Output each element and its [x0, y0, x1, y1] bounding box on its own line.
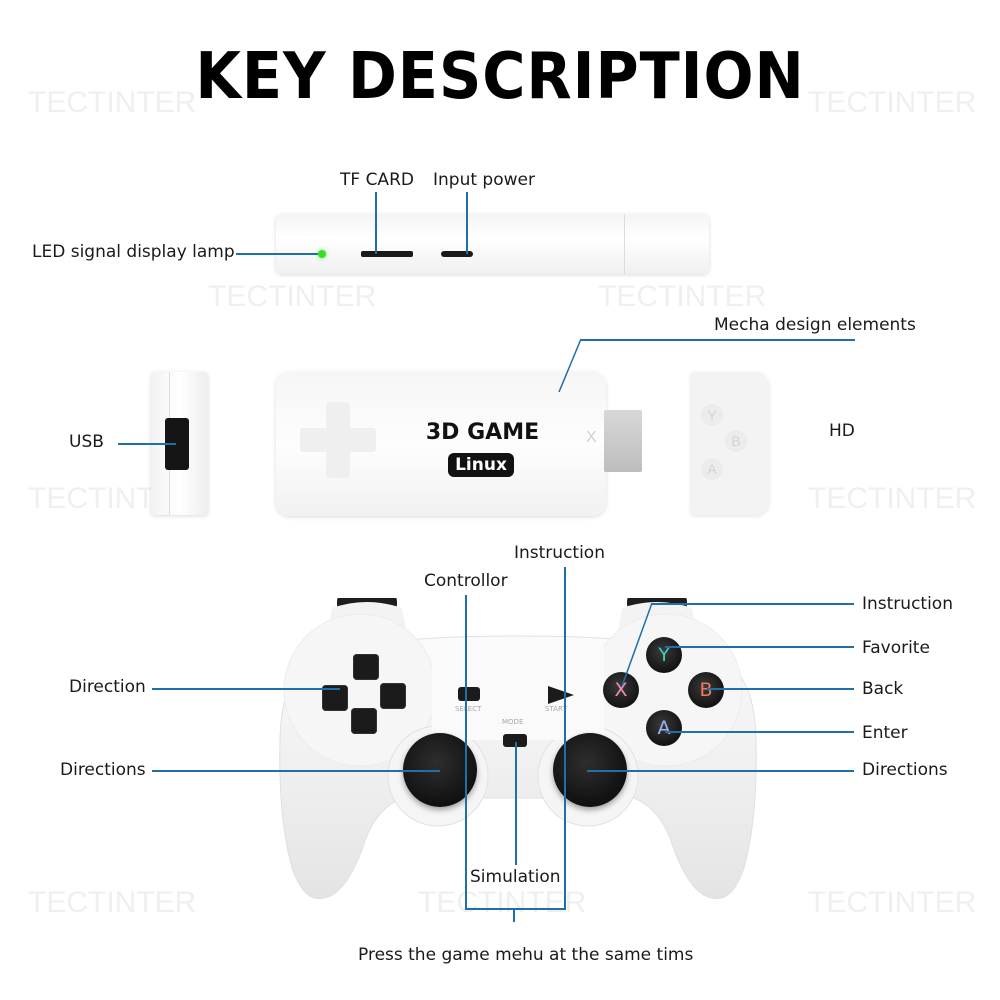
leader-line — [152, 688, 340, 690]
label-back: Back — [862, 679, 904, 699]
console-stick-top-view — [276, 214, 709, 274]
start-button[interactable] — [546, 684, 576, 706]
leader-line — [236, 253, 318, 255]
leader-line — [375, 192, 377, 254]
linux-badge: Linux — [448, 453, 514, 477]
x-button[interactable]: X — [603, 672, 639, 708]
dpad-down-button[interactable] — [351, 708, 377, 734]
label-controllor: Controllor — [424, 571, 508, 591]
a-button[interactable]: A — [646, 710, 682, 746]
leader-line — [707, 688, 854, 690]
y-button[interactable]: Y — [646, 637, 682, 673]
led-lamp-icon — [318, 250, 326, 258]
ghost-x-button-icon: X — [586, 429, 597, 446]
hdmi-connector-icon — [604, 410, 642, 472]
leader-line — [513, 908, 515, 922]
select-label: SELECT — [455, 705, 482, 713]
label-led-lamp: LED signal display lamp — [32, 242, 235, 262]
leader-line — [466, 192, 468, 254]
console-stick-hd-side: Y B A — [691, 372, 769, 515]
label-mecha-design: Mecha design elements — [714, 315, 916, 335]
label-instruction-right: Instruction — [862, 594, 953, 614]
watermark: TECTINTER — [28, 86, 197, 119]
dpad-up-button[interactable] — [353, 654, 379, 680]
leader-line — [580, 339, 855, 341]
label-enter: Enter — [862, 723, 908, 743]
label-direction: Direction — [69, 677, 146, 697]
b-button[interactable]: B — [688, 672, 724, 708]
tf-card-slot-icon — [361, 251, 413, 257]
label-hd: HD — [829, 421, 855, 441]
watermark: TECTINTER — [808, 886, 977, 919]
start-label: START — [545, 705, 567, 713]
leader-line — [665, 731, 854, 733]
dpad-right-button[interactable] — [380, 683, 406, 709]
leader-line — [652, 603, 854, 605]
label-favorite: Favorite — [862, 638, 930, 658]
label-instruction-top: Instruction — [514, 543, 605, 563]
label-input-power: Input power — [433, 170, 535, 190]
leader-line — [515, 742, 517, 865]
leader-line — [587, 770, 854, 772]
label-simulation: Simulation — [470, 867, 561, 887]
label-usb: USB — [69, 432, 104, 452]
leader-line — [558, 338, 582, 393]
page-title: KEY DESCRIPTION — [195, 40, 805, 114]
ghost-b-button-icon: B — [725, 430, 747, 452]
leader-line — [665, 646, 854, 648]
label-directions-left: Directions — [60, 760, 146, 780]
leader-line — [564, 567, 566, 909]
power-port-icon — [441, 251, 473, 257]
mode-label: MODE — [502, 718, 524, 726]
select-button[interactable] — [458, 687, 480, 701]
watermark: TECTINTER — [808, 482, 977, 515]
label-press-note: Press the game mehu at the same tims — [358, 945, 694, 965]
watermark: TECTINTER — [28, 886, 197, 919]
leader-line — [465, 908, 566, 910]
dpad-ghost-icon — [300, 402, 376, 478]
ghost-y-button-icon: Y — [701, 404, 723, 426]
gamepad-controller — [279, 598, 757, 900]
stick-title: 3D GAME — [425, 420, 540, 445]
leader-line — [118, 443, 176, 445]
leader-line — [465, 595, 467, 909]
watermark: TECTINTER — [808, 86, 977, 119]
label-tf-card: TF CARD — [340, 170, 414, 190]
watermark: TECTINTER — [208, 280, 377, 313]
mode-button[interactable] — [503, 734, 527, 747]
label-directions-right: Directions — [862, 760, 948, 780]
watermark: TECTINTER — [418, 886, 587, 919]
leader-line — [621, 602, 653, 687]
leader-line — [152, 770, 440, 772]
ghost-a-button-icon: A — [701, 458, 723, 480]
watermark: TECTINTER — [598, 280, 767, 313]
